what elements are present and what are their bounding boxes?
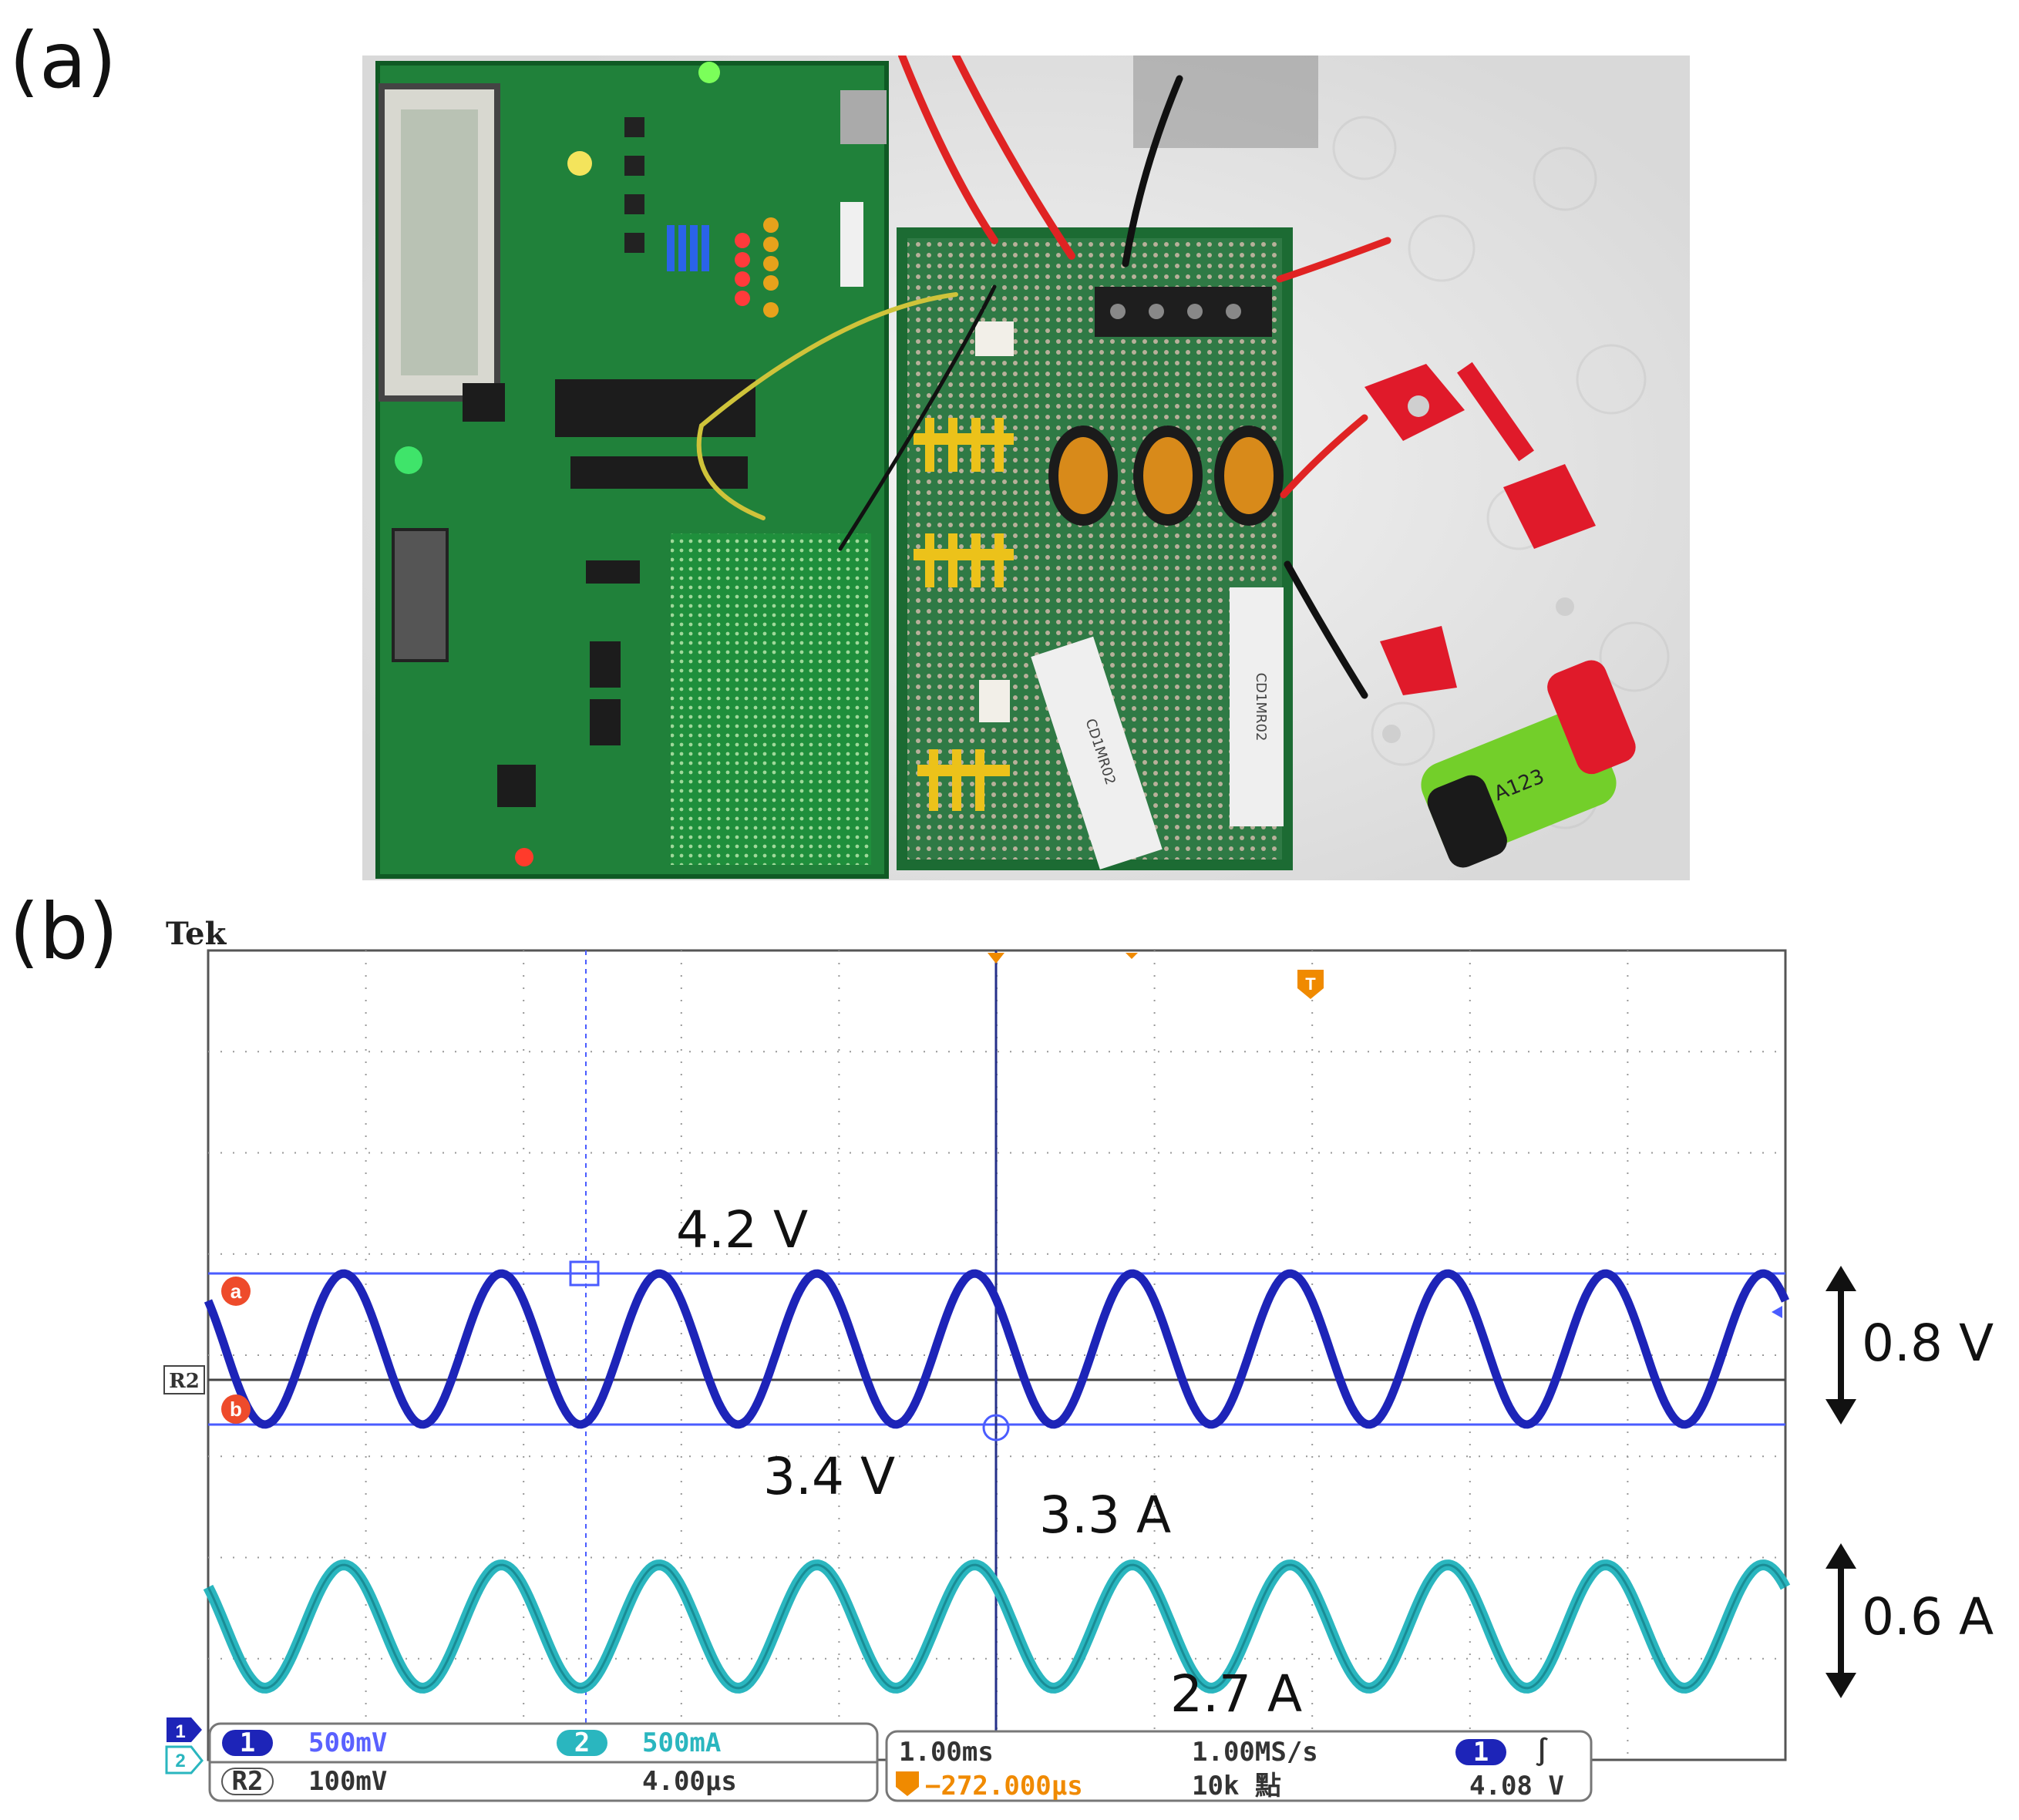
ref-scale: 100mV: [308, 1766, 387, 1797]
trigger-t-marker[interactable]: T: [1297, 970, 1324, 999]
trigger-position: −272.000µs: [925, 1771, 1083, 1801]
panel-label-b: (b): [9, 886, 119, 977]
svg-text:CD1MR02: CD1MR02: [1253, 673, 1269, 742]
trigger-marker-top[interactable]: [988, 953, 1138, 964]
svg-text:1: 1: [175, 1721, 185, 1742]
timebase-value: 1.00ms: [899, 1737, 994, 1768]
trigger-slope: ∫: [1534, 1737, 1550, 1768]
voltage-pp-label: 0.8 V: [1862, 1314, 1994, 1373]
ch2-scale: 500mA: [642, 1727, 721, 1758]
voltage-min-label: 3.4 V: [763, 1447, 895, 1506]
ref-r2-marker[interactable]: R2: [163, 1365, 205, 1394]
control-board: [375, 61, 889, 879]
ch2-current-trace-core: [207, 1563, 1787, 1690]
cement-resistor-1: CD1MR02: [1031, 636, 1163, 870]
ch1-badge: [222, 1730, 273, 1756]
svg-text:2: 2: [574, 1727, 590, 1758]
svg-text:T: T: [1305, 974, 1316, 994]
current-max-label: 3.3 A: [1039, 1485, 1171, 1545]
ref-time: 4.00µs: [642, 1766, 737, 1797]
trigger-level: 4.08 V: [1469, 1771, 1564, 1801]
ch2-ground-marker[interactable]: 2: [165, 1745, 204, 1775]
battery-cell: A123: [1365, 362, 1636, 868]
hardware-photo: CD1MR02 CD1MR02 A123: [362, 56, 1690, 880]
scope-brand: Tek: [166, 916, 227, 952]
timebase-settings-box[interactable]: 1.00ms 1.00MS/s 1 ∫ −272.000µs 10k 點 4.0…: [885, 1730, 1593, 1802]
svg-text:R2: R2: [232, 1766, 264, 1797]
current-pp-label: 0.6 A: [1862, 1587, 1994, 1647]
ch1-offset-arrow: [1772, 1306, 1782, 1318]
voltage-max-label: 4.2 V: [676, 1200, 808, 1260]
svg-text:2: 2: [175, 1751, 185, 1771]
ch1-ground-marker[interactable]: 1: [167, 1717, 202, 1742]
svg-text:R2: R2: [169, 1370, 200, 1393]
sample-rate: 1.00MS/s: [1192, 1737, 1318, 1768]
cursor-a-marker[interactable]: a: [221, 1277, 251, 1306]
trigger-source-badge: [1455, 1739, 1506, 1765]
svg-text:b: b: [230, 1398, 242, 1421]
trigger-position-icon: [896, 1771, 919, 1796]
record-length: 10k 點: [1192, 1771, 1281, 1801]
ch1-scale: 500mV: [308, 1727, 387, 1758]
channel-settings-box[interactable]: 1 500mV 2 500mA R2 100mV 4.00µs: [208, 1722, 879, 1802]
cursor-circle: [982, 1414, 1010, 1442]
cursor-box: [569, 1260, 600, 1287]
ch2-badge: [557, 1730, 607, 1756]
ch1-voltage-trace: [204, 1269, 1790, 1429]
svg-text:1: 1: [240, 1727, 255, 1758]
ref-badge: [221, 1768, 274, 1795]
panel-label-a: (a): [9, 15, 117, 106]
converter-board: CD1MR02 CD1MR02: [897, 227, 1293, 870]
svg-text:a: a: [231, 1280, 242, 1303]
oscilloscope-capture: Tek T a b R2 1 2 4.2 V 3.4 V: [163, 916, 1994, 1802]
voltage-pp-arrow: [1826, 1266, 1856, 1425]
current-min-label: 2.7 A: [1170, 1664, 1302, 1724]
cursor-b-marker[interactable]: b: [221, 1394, 251, 1424]
current-pp-arrow: [1826, 1543, 1856, 1698]
svg-text:1: 1: [1473, 1737, 1489, 1768]
cement-resistor-2: CD1MR02: [1230, 587, 1284, 826]
